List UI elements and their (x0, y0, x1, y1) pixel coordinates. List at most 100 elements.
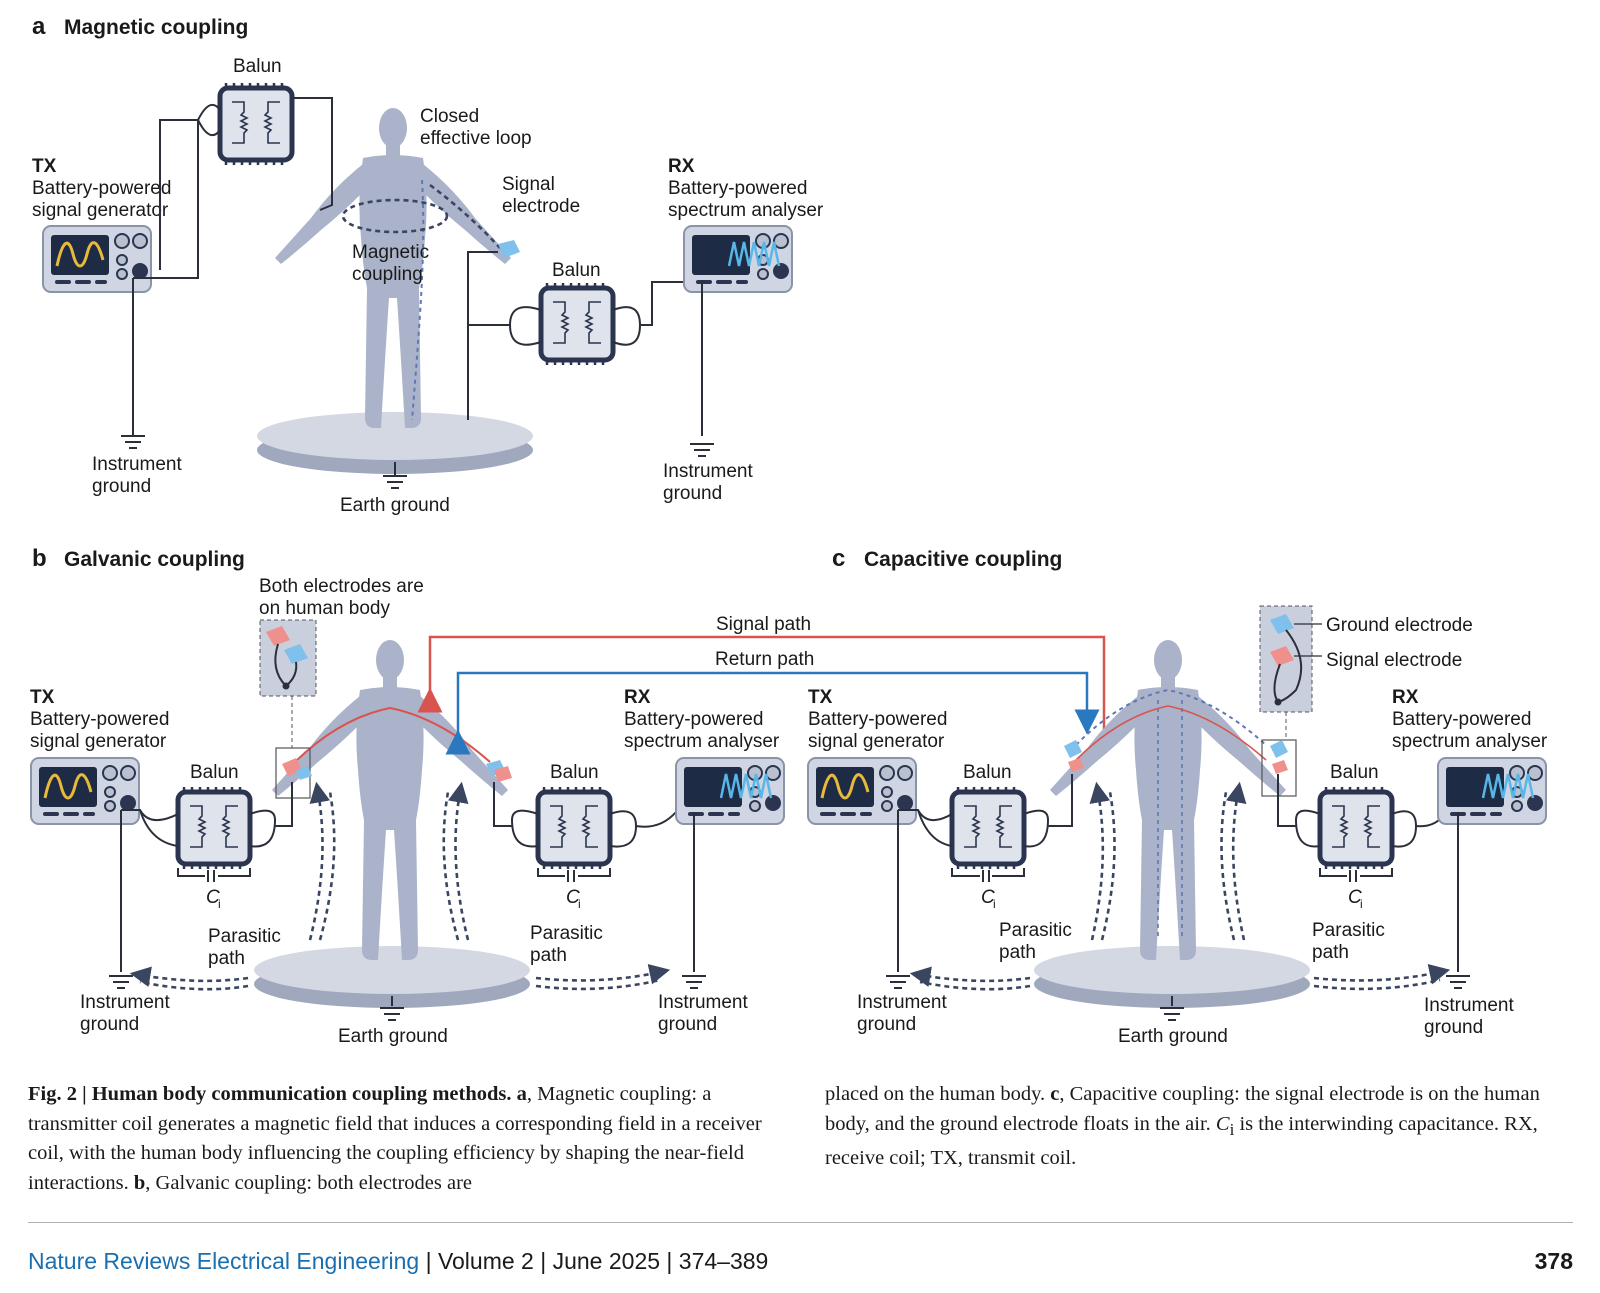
caption-a-letter: a (516, 1083, 527, 1105)
closed-loop-label-1: Closed (420, 106, 479, 127)
caption-c-text-2: is the interwinding capacitance. RX, rec… (825, 1112, 1538, 1170)
panel-a-title: Magnetic coupling (64, 16, 248, 39)
earth-ground-label: Earth ground (340, 495, 450, 516)
tx-parasitic-bottom (129, 966, 249, 987)
tx-balun (952, 787, 1024, 869)
tx-parasitic-up-2 (1100, 791, 1116, 941)
tx-parasitic-up-1 (308, 781, 331, 941)
signal-electrode-label-1: Signal (502, 174, 555, 195)
caption-ci-symbol: C (1215, 1112, 1230, 1135)
panel-b-letter: b (32, 545, 47, 572)
tx-tag: TX (32, 156, 57, 177)
rx-instr-ground-1: Instrument (663, 461, 753, 482)
earth-ground-label: Earth ground (1118, 1026, 1228, 1047)
rx-signal-electrode (1272, 760, 1288, 774)
figure-caption-right: placed on the human body. c, Capacitive … (825, 1080, 1575, 1174)
tx-parasitic-bottom-2 (919, 980, 1031, 991)
rx-red-electrode (494, 766, 512, 782)
tx-device (807, 757, 917, 825)
return-path-label: Return path (715, 649, 814, 670)
tx-parasitic-up-1 (1089, 781, 1111, 941)
rx-instr-ground-2: ground (658, 1014, 717, 1035)
tx-balun (178, 787, 250, 869)
footer-rule (28, 1222, 1573, 1223)
tx-desc-1: Battery-powered (808, 709, 947, 730)
balun-body-wire (292, 97, 333, 211)
rx-device (1437, 757, 1547, 825)
rx-wires (493, 782, 677, 848)
rx-ci-label: C (1348, 887, 1362, 908)
rx-tag: RX (1392, 687, 1419, 708)
rx-parasitic-label-2: path (530, 945, 567, 966)
panel-c-letter: c (832, 545, 845, 572)
page-footer: Nature Reviews Electrical Engineering | … (28, 1248, 1573, 1275)
tx-parasitic-label-1: Parasitic (208, 926, 281, 947)
tx-wires (121, 782, 293, 848)
tx-tag: TX (808, 687, 833, 708)
earth-ground-symbol (382, 475, 408, 489)
tx-instr-ground-1: Instrument (857, 992, 947, 1013)
return-path-arrow (445, 671, 1100, 755)
rx-wire (640, 281, 690, 326)
rx-ci-sub: i (578, 897, 581, 911)
rx-parasitic-label-1: Parasitic (530, 923, 603, 944)
rx-desc-2: spectrum analyser (1392, 731, 1548, 752)
rx-instr-ground-1: Instrument (658, 992, 748, 1013)
cross-panel-paths: Signal path Return path (417, 614, 1106, 755)
tx-ground-symbol (885, 975, 911, 989)
figure-canvas: a Magnetic coupling Balun TX Battery-pow… (30, 13, 1548, 1047)
tx-parasitic-label-2: path (999, 942, 1036, 963)
tx-ground-symbol (108, 975, 134, 989)
rx-instr-ground-2: ground (1424, 1017, 1483, 1038)
caption-b-text-continued: placed on the human body. (825, 1083, 1051, 1105)
rx-parasitic-bottom (1313, 964, 1451, 985)
caption-ci-sub: i (1229, 1119, 1235, 1139)
rx-ground-symbol (689, 443, 715, 457)
body-vertical-field (1157, 700, 1183, 940)
tx-balun-label: Balun (190, 762, 239, 783)
tx-desc-2: signal generator (30, 731, 167, 752)
figure-caption-left: Fig. 2 | Human body communication coupli… (28, 1080, 798, 1198)
rx-parasitic-bottom (535, 964, 671, 985)
tx-instr-ground-2: ground (92, 476, 151, 497)
rx-wires (1277, 774, 1447, 848)
magnetic-field-ellipse (341, 198, 449, 234)
panel-b: b Galvanic coupling Both electrodes are … (30, 545, 785, 1047)
rx-ground-symbol (1445, 975, 1471, 989)
tx-ci-sub: i (218, 897, 221, 911)
magnetic-label-2: coupling (352, 264, 423, 285)
tx-instr-ground-1: Instrument (80, 992, 170, 1013)
rx-parasitic-bottom-2 (1313, 978, 1441, 991)
rx-ci-wire (537, 868, 611, 877)
ground-electrode-label: Ground electrode (1326, 615, 1473, 636)
tx-desc-1: Battery-powered (30, 709, 169, 730)
inset-blue-electrode (284, 644, 308, 664)
tx-ci-sub: i (993, 897, 996, 911)
tx-instr-ground-2: ground (80, 1014, 139, 1035)
balun-top-label: Balun (233, 56, 282, 77)
panel-b-title: Galvanic coupling (64, 548, 245, 571)
rx-desc-1: Battery-powered (1392, 709, 1531, 730)
tx-ci-label: C (981, 887, 995, 908)
tx-parasitic-bottom (909, 966, 1031, 987)
tx-parasitic-label-2: path (208, 948, 245, 969)
rx-parasitic-label-1: Parasitic (1312, 920, 1385, 941)
caption-b-letter: b (133, 1171, 146, 1194)
body-signal-line (1075, 705, 1267, 761)
caption-c-letter: c (1050, 1083, 1060, 1105)
magnetic-label-1: Magnetic (352, 242, 429, 263)
page-number: 378 (1534, 1248, 1573, 1274)
caption-c-text-1: , Capacitive coupling: the signal electr… (825, 1083, 1540, 1135)
rx-balun (538, 787, 610, 869)
closed-loop-path (429, 183, 501, 249)
rx-desc-1: Battery-powered (624, 709, 763, 730)
inset-ground-electrode (1270, 614, 1294, 634)
rx-parasitic-up-1 (447, 781, 470, 941)
caption-b-text: , Galvanic coupling: both electrodes are (145, 1171, 473, 1194)
journal-link[interactable]: Nature Reviews Electrical Engineering (28, 1248, 420, 1274)
tx-balun-wire (197, 103, 221, 137)
tx-ci-label: C (206, 887, 220, 908)
rx-device (683, 225, 793, 293)
earth-ground-symbol (379, 1007, 405, 1021)
rx-parasitic-up-2 (1220, 791, 1236, 941)
